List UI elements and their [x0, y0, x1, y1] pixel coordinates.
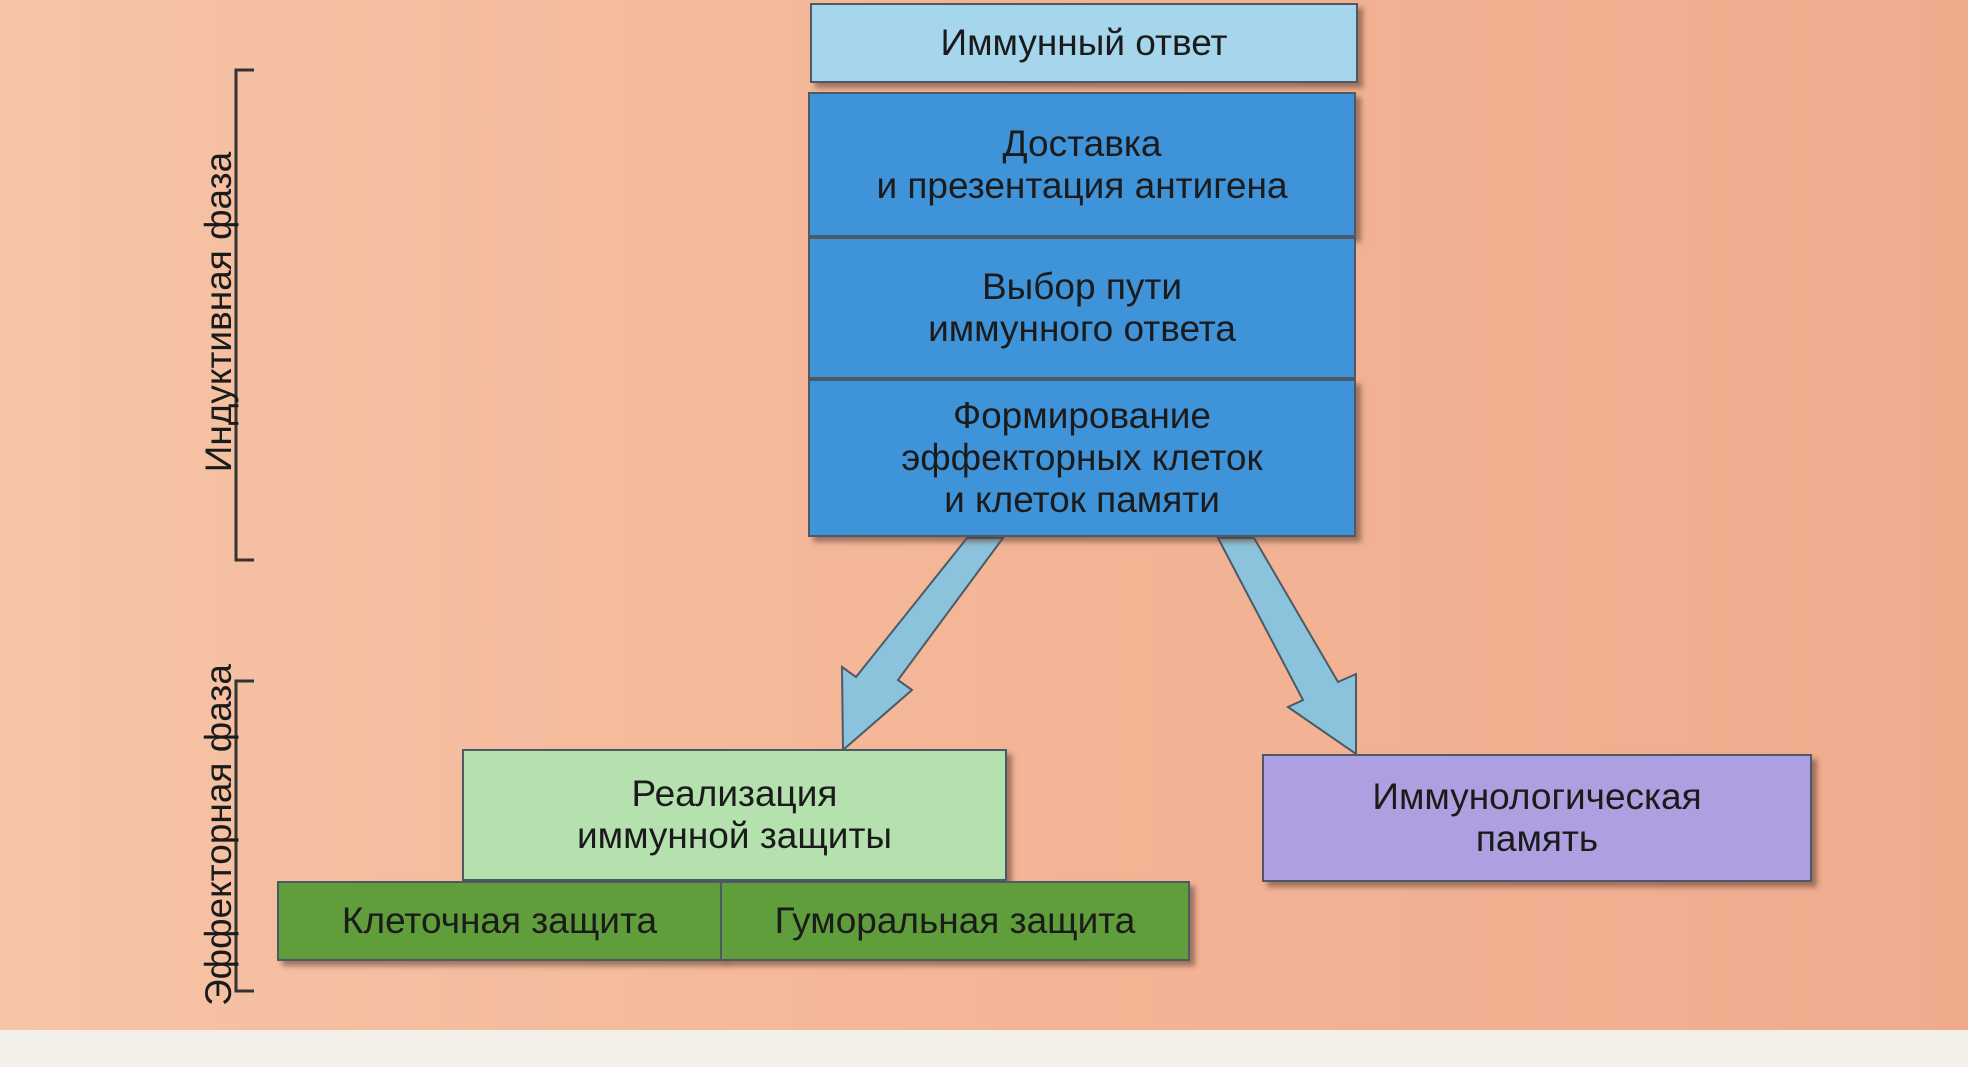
cell-formation-box: Формирование эффекторных клеток и клеток… — [808, 379, 1356, 537]
arrow-to-defense — [840, 537, 1005, 753]
arrow-to-memory — [1216, 537, 1357, 756]
antigen-delivery-box: Доставка и презентация антигена — [808, 92, 1356, 237]
path-choice-box: Выбор пути иммунного ответа — [808, 237, 1356, 379]
humoral-defense-box: Гуморальная защита — [720, 881, 1190, 961]
inductive-phase-bracket — [234, 68, 254, 562]
immunological-memory-box: Иммунологическая память — [1262, 754, 1812, 882]
defense-realization-box: Реализация иммунной защиты — [462, 749, 1007, 881]
cellular-defense-box: Клеточная защита — [277, 881, 722, 961]
immune-response-box: Иммунный ответ — [810, 3, 1358, 83]
effector-phase-bracket — [234, 679, 254, 993]
page-margin — [0, 1030, 1968, 1067]
